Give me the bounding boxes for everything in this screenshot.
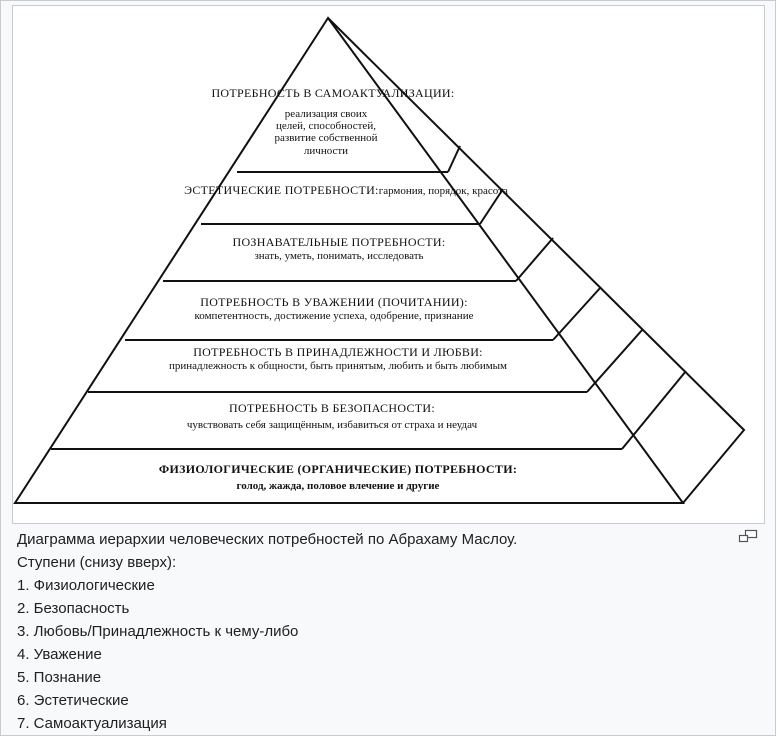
level-desc-line: реализация своих	[285, 108, 368, 120]
magnify-clip-icon[interactable]	[738, 529, 758, 543]
level-title-self-actualization: ПОТРЕБНОСТЬ В САМОАКТУАЛИЗАЦИИ:	[211, 86, 454, 100]
diagram-image[interactable]: ПОТРЕБНОСТЬ В САМОАКТУАЛИЗАЦИИ: реализац…	[12, 5, 765, 524]
side-divider	[515, 237, 554, 282]
level-desc-line: личности	[304, 145, 348, 157]
level-title-physiological: ФИЗИОЛОГИЧЕСКИЕ (ОРГАНИЧЕСКИЕ) ПОТРЕБНОС…	[159, 462, 517, 476]
level-desc-esteem: компетентность, достижение успеха, одобр…	[195, 310, 474, 322]
level-title-aesthetic: ЭСТЕТИЧЕСКИЕ ПОТРЕБНОСТИ:	[184, 183, 379, 197]
maslow-pyramid-diagram: ПОТРЕБНОСТЬ В САМОАКТУАЛИЗАЦИИ: реализац…	[13, 16, 746, 504]
level-desc-line: развитие собственной	[275, 132, 378, 144]
level-desc-belonging: принадлежность к общности, быть принятым…	[169, 360, 507, 372]
caption-intro: Диаграмма иерархии человеческих потребно…	[17, 531, 518, 548]
caption-steps-heading: Ступени (снизу вверх):	[17, 554, 177, 571]
caption-step: 6. Эстетические	[17, 692, 129, 709]
side-divider	[586, 328, 644, 393]
level-desc-safety: чувствовать себя защищённым, избавиться …	[187, 419, 478, 431]
caption-step: 3. Любовь/Принадлежность к чему-либо	[17, 623, 299, 640]
pyramid-side-face	[327, 17, 746, 504]
level-desc-cognitive: знать, уметь, понимать, исследовать	[254, 250, 423, 262]
caption-step: 5. Познание	[17, 669, 102, 686]
pyramid-front-face	[13, 16, 685, 504]
level-desc-physiological: голод, жажда, половое влечение и другие	[237, 480, 440, 492]
caption-step: 1. Физиологические	[17, 577, 155, 594]
level-title-cognitive: ПОЗНАВАТЕЛЬНЫЕ ПОТРЕБНОСТИ:	[233, 235, 446, 249]
caption-step: 2. Безопасность	[17, 600, 130, 617]
caption-step: 7. Самоактуализация	[17, 715, 167, 732]
level-title-esteem: ПОТРЕБНОСТЬ В УВАЖЕНИИ (ПОЧИТАНИИ):	[200, 295, 467, 309]
caption-step: 4. Уважение	[17, 646, 102, 663]
level-aesthetic-text: ЭСТЕТИЧЕСКИЕ ПОТРЕБНОСТИ:гармония, поряд…	[184, 183, 508, 197]
level-title-safety: ПОТРЕБНОСТЬ В БЕЗОПАСНОСТИ:	[229, 401, 435, 415]
side-divider	[621, 370, 687, 450]
level-desc-aesthetic: гармония, порядок, красота	[379, 185, 508, 197]
level-title-belonging: ПОТРЕБНОСТЬ В ПРИНАДЛЕЖНОСТИ И ЛЮБВИ:	[193, 345, 483, 359]
image-caption: Диаграмма иерархии человеческих потребно…	[17, 528, 717, 735]
side-divider	[552, 286, 602, 341]
side-divider	[447, 145, 461, 173]
side-divider	[479, 188, 504, 225]
level-desc-line: целей, способностей,	[276, 120, 376, 132]
